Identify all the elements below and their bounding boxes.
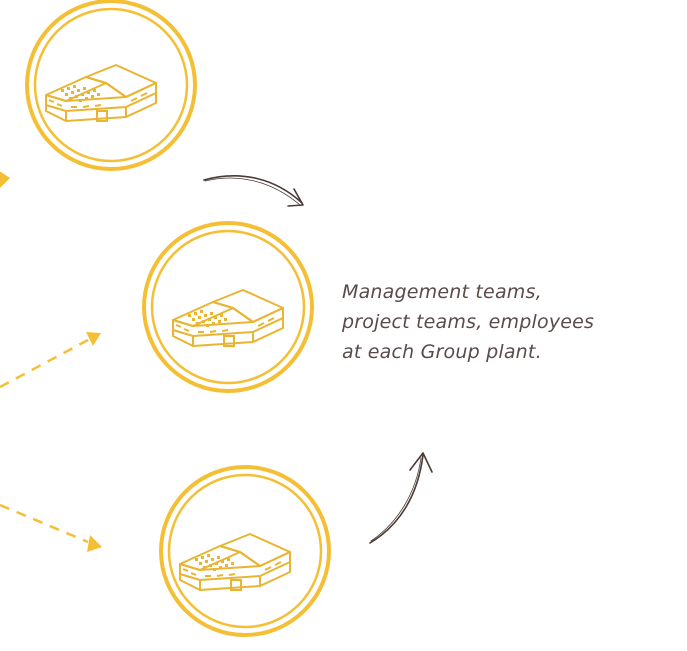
left-edge-arrow-icon	[0, 171, 10, 188]
factory-node-middle	[142, 221, 314, 393]
factory-node-top	[25, 0, 197, 171]
factory-node-bottom	[159, 465, 331, 637]
factory-building-icon	[179, 533, 291, 591]
caption-line-2: project teams, employees	[342, 311, 595, 333]
caption-text: Management teams, project teams, employe…	[342, 277, 672, 367]
factory-building-icon	[172, 289, 284, 347]
curved-arrow-top-icon	[203, 175, 304, 207]
dashed-arrow-bottom	[0, 503, 102, 552]
dashed-arrow-middle	[0, 332, 101, 389]
curved-arrow-bottom-icon	[369, 452, 433, 544]
caption-line-3: at each Group plant.	[342, 341, 542, 363]
caption-line-1: Management teams,	[342, 281, 542, 303]
factory-building-icon	[45, 64, 157, 122]
